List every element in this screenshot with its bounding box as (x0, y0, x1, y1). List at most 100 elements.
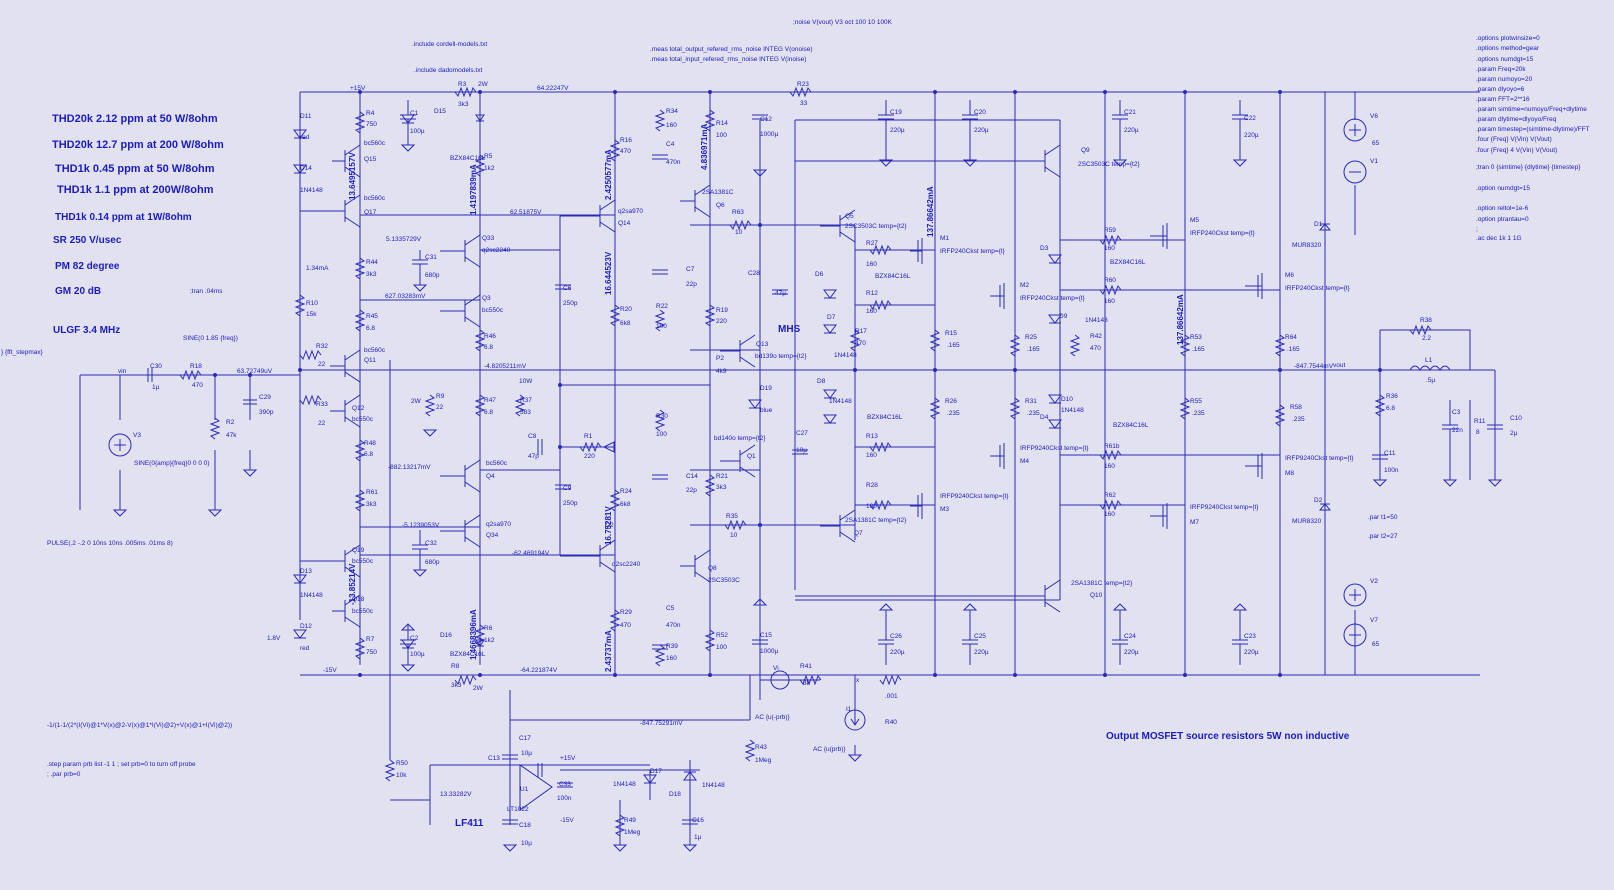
part-value: .235 (1027, 410, 1040, 417)
part-name: M3 (940, 506, 949, 513)
part-name: M8 (1285, 470, 1294, 477)
part-name: M7 (1190, 519, 1199, 526)
part-value: 2SA1381C (702, 189, 734, 196)
part-value: 4k9 (716, 368, 727, 375)
part-value: 2SC3503C temp={t2} (845, 223, 907, 230)
part-name: M5 (1190, 217, 1199, 224)
step-directive: .step param prb list -1 1 ; set prb=0 to… (47, 761, 196, 768)
part-name: C27 (796, 430, 808, 437)
part-value: .235 (1292, 416, 1305, 423)
part-name: C7 (686, 266, 695, 273)
part-value: IRFP9240Ckst temp={t} (1020, 445, 1089, 452)
part-value: 2.2 (1422, 335, 1431, 342)
part-value: bc550c (352, 416, 374, 423)
part-value: 470 (620, 148, 631, 155)
part-value: 3k (803, 680, 811, 687)
part-name: R39 (666, 643, 678, 650)
part-value: IRFP9240Ckst temp={t} (1285, 455, 1354, 462)
part-name: C5 (666, 605, 675, 612)
net-p15b: +15V (560, 755, 576, 762)
rot-label: 1.4197839mA (469, 164, 478, 215)
part-value: 160 (1104, 463, 1115, 470)
net-v627: 627.03283mV (385, 293, 426, 300)
component-labels: R3 3k3 R4 750 C1 100µ D15 D11 red bc560c… (133, 81, 1522, 847)
part-value: 160 (1104, 298, 1115, 305)
part-value: bd139o temp={t2} (755, 353, 807, 360)
part-name: Q4 (486, 473, 495, 480)
part-name: D10 (1061, 396, 1073, 403)
part-value: 100n (1384, 467, 1399, 474)
part-name: D8 (817, 378, 826, 385)
opamp-symbol (519, 764, 553, 811)
part-name: D16 (440, 632, 452, 639)
rot-label: -13.85214V (348, 563, 357, 605)
fft-step: } {fft_stepmax} (1, 349, 44, 356)
par-t2: .par t2=27 (1368, 533, 1398, 540)
rot-label: 16.75281V (604, 506, 613, 545)
rot-label: 13.6495157V (348, 152, 357, 200)
part-value: 65 (1372, 641, 1380, 648)
part-value: IRFP240Ckst temp={t} (1285, 285, 1351, 292)
opt-line: .option numdgt=15 (1476, 185, 1530, 192)
part-value: 1Meg (624, 829, 641, 836)
part-name: R18 (190, 363, 202, 370)
part-value: 470n (666, 159, 681, 166)
part-name: R16 (620, 137, 632, 144)
opt-line: .options method=gear (1476, 45, 1540, 52)
part-name: Q2 (605, 522, 614, 529)
pulse-source: PULSE(.2 -.2 0 10ns 10ns .005ms .01ms 8) (47, 540, 173, 547)
part-value: 47p (528, 453, 539, 460)
net-v18: 1.8V (267, 635, 281, 642)
part-name: R33 (316, 401, 328, 408)
net-w2a: 2W (478, 81, 489, 88)
part-name: C31 (425, 254, 437, 261)
part-value: 220 (716, 318, 727, 325)
part-value: .165 (1027, 346, 1040, 353)
part-value: 160 (866, 308, 877, 315)
part-value: 160 (666, 122, 677, 129)
part-value: IRFP240Ckst temp={t} (1020, 295, 1086, 302)
part-value: 470n (666, 622, 681, 629)
part-value: .165 (947, 342, 960, 349)
meas-input-noise: .meas total_input_refered_rms_noise INTE… (650, 56, 806, 63)
net-v6251: 62.51875V (510, 209, 542, 216)
part-value: q2sa970 (618, 208, 643, 215)
part-name: D19 (760, 385, 772, 392)
diode-label: 1N4148 (829, 398, 852, 405)
part-name: D6 (815, 271, 824, 278)
part-value: bc560c (486, 460, 508, 467)
part-value: 250p (563, 500, 578, 507)
rot-label: 2.4250577mA (604, 149, 613, 200)
part-name: M4 (1020, 458, 1029, 465)
part-name: R34 (666, 108, 678, 115)
part-name: C15 (760, 632, 772, 639)
part-name: R1 (584, 433, 593, 440)
opt-line: .param timestep=(simtime-dlytime)/FFT (1476, 126, 1590, 133)
part-value: bc550c (352, 608, 374, 615)
spec-gain-margin: GM 20 dB (55, 286, 101, 297)
part-name: P2 (716, 355, 724, 362)
part-name: R27 (866, 240, 878, 247)
opt-line: ; (1476, 226, 1478, 233)
part-value: 1µ (694, 834, 702, 841)
part-value: 100µ (410, 651, 425, 658)
part-name: Q13 (756, 341, 769, 348)
part-value: IRFP9240Ckst temp={t} (1190, 504, 1259, 511)
part-name: R29 (620, 609, 632, 616)
part-value: 390p (259, 409, 274, 416)
part-value: 1k2 (484, 165, 495, 172)
part-name: R49 (624, 817, 636, 824)
net-w2b: 2W (473, 685, 484, 692)
ac-source-1: AC {u(-prb)} (755, 714, 791, 721)
part-name: R50 (396, 760, 408, 767)
net-vm847b: -847.75291mV (640, 720, 683, 727)
part-name: C28 (748, 270, 760, 277)
part-name: Q17 (364, 209, 377, 216)
part-value: 6.8 (1386, 405, 1395, 412)
part-name: V2 (1370, 578, 1378, 585)
part-name: R40 (885, 719, 897, 726)
part-value: 10k (396, 772, 407, 779)
part-name: D12 (300, 623, 312, 630)
opt-line: .param simtime=numoyo/Freq+dlytime (1476, 106, 1587, 113)
part-name: C18 (519, 822, 531, 829)
